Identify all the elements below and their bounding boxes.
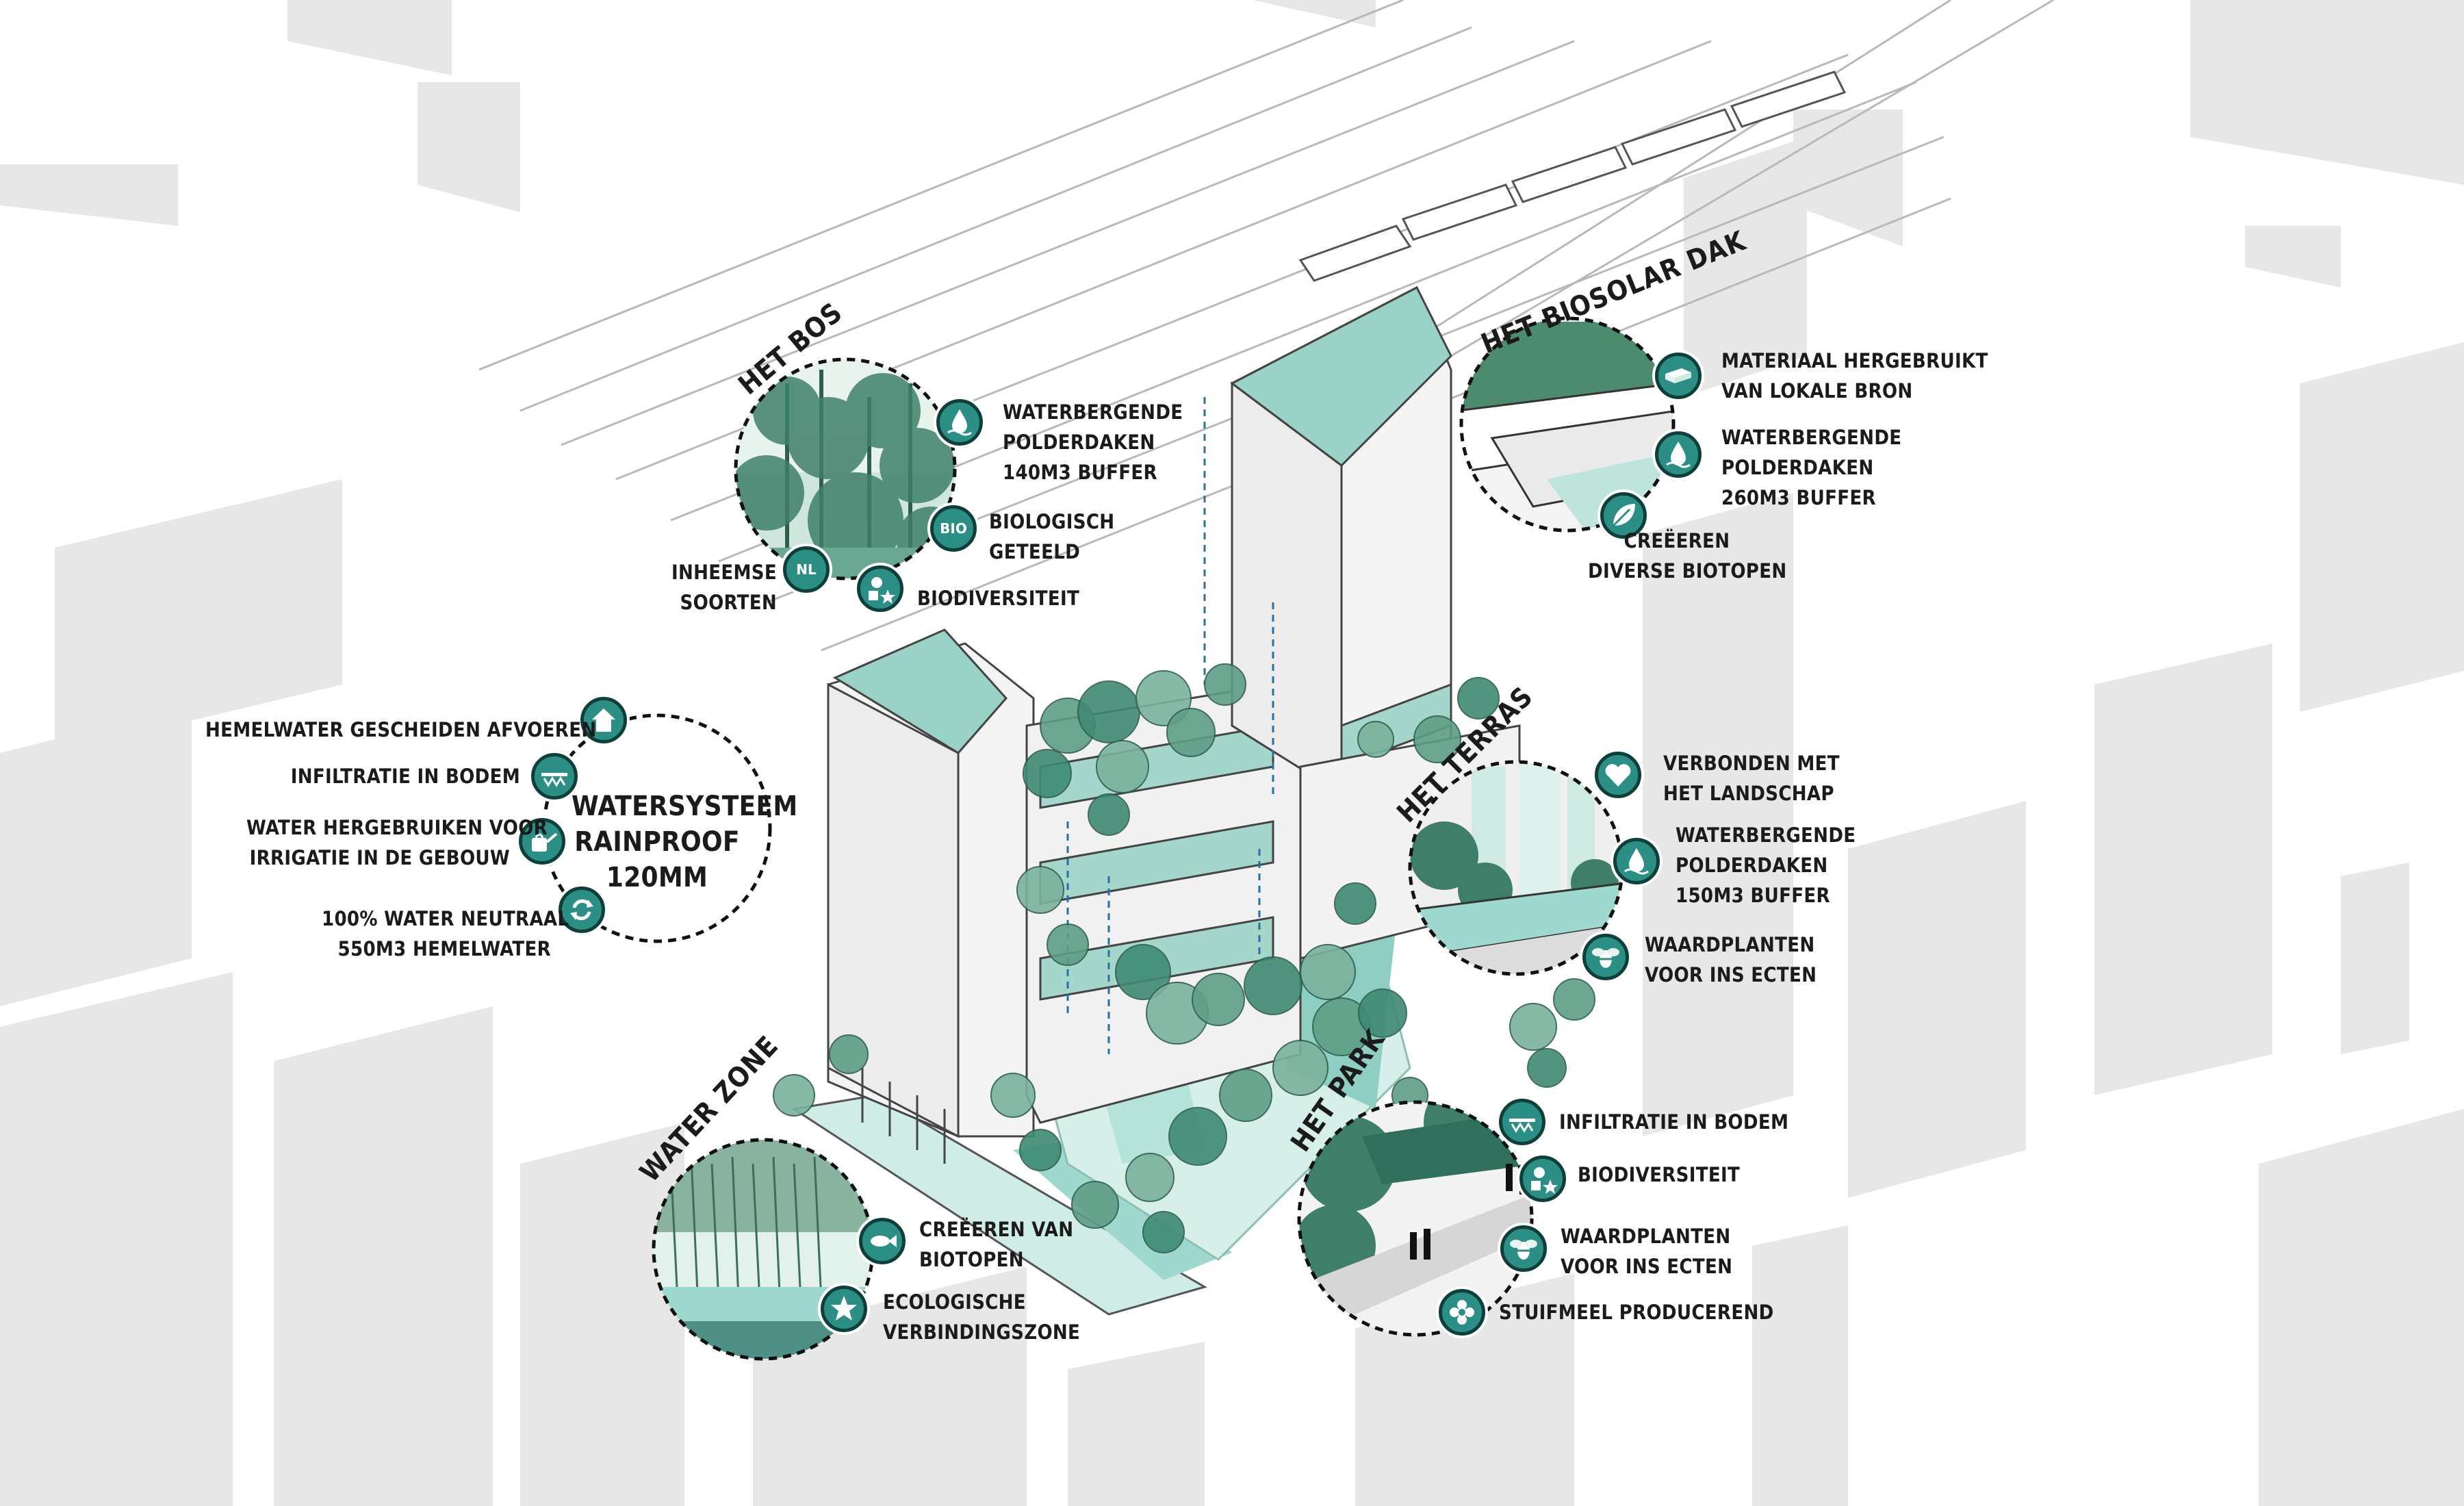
tree-canopy	[1071, 1181, 1119, 1229]
park-item-infiltratie-label: INFILTRATIE IN BODEM	[1559, 1110, 1789, 1134]
water-drop-icon	[1613, 838, 1660, 884]
house-arrow-icon	[580, 697, 627, 743]
biodiversity-shapes-icon	[857, 565, 903, 612]
tree-canopy	[1047, 923, 1089, 966]
train	[1298, 71, 1847, 282]
tree-canopy	[1509, 1003, 1557, 1051]
tree-canopy	[1553, 978, 1595, 1021]
tree-canopy	[1300, 944, 1356, 1000]
star-icon	[821, 1286, 867, 1332]
tree-canopy	[1096, 740, 1149, 793]
tree-canopy	[1166, 708, 1216, 757]
park-item-biodiversiteit-label: BIODIVERSITEIT	[1578, 1163, 1741, 1186]
watersysteem-circle	[542, 713, 772, 943]
tree-canopy	[1077, 680, 1140, 743]
brick-icon	[1655, 353, 1702, 399]
tree-canopy	[1358, 988, 1407, 1038]
tree-canopy	[1023, 749, 1072, 798]
tree-canopy	[1413, 715, 1461, 763]
flower-icon	[1439, 1289, 1485, 1336]
tree-canopy	[773, 1074, 815, 1116]
het-park-vignette	[1297, 1100, 1534, 1337]
bee-icon	[1500, 1225, 1547, 1272]
fish-icon	[859, 1218, 906, 1264]
tree-canopy	[1142, 1211, 1185, 1253]
watering-can-icon	[519, 818, 565, 865]
water-drop-icon	[936, 399, 983, 446]
leaf-icon	[1600, 492, 1647, 539]
tree-canopy	[1219, 1069, 1272, 1122]
biosolar-vignette	[1459, 316, 1676, 533]
tree-canopy	[829, 1034, 869, 1074]
tree-canopy	[1272, 1040, 1329, 1096]
left-tower	[827, 628, 1035, 1164]
tree-canopy	[1457, 677, 1500, 719]
watersysteem-item-afvoeren-label: HEMELWATER GESCHEIDEN AFVOEREN	[205, 718, 597, 741]
bee-icon	[1582, 934, 1629, 980]
bio-badge-icon: BIO	[930, 505, 977, 552]
het-bos-vignette	[734, 357, 957, 580]
heart-icon	[1595, 752, 1641, 798]
tree-canopy	[1088, 793, 1130, 836]
infiltration-icon	[531, 753, 578, 800]
trees	[773, 663, 1595, 1253]
recycle-icon	[559, 886, 605, 933]
tree-canopy	[1019, 1129, 1062, 1171]
tree-canopy	[1204, 663, 1246, 706]
native-nl-icon: NL	[783, 546, 830, 593]
tree-canopy	[1016, 866, 1064, 914]
tree-canopy	[1527, 1048, 1567, 1088]
tree-canopy	[1244, 956, 1302, 1015]
tree-canopy	[1334, 882, 1376, 925]
water-flow-arrows	[1066, 397, 1274, 1054]
right-tower	[1230, 285, 1452, 796]
water-drop-icon	[1655, 431, 1702, 478]
park-item-stuifmeel-label: STUIFMEEL PRODUCEREND	[1499, 1301, 1774, 1324]
infiltration-icon	[1499, 1099, 1545, 1145]
bos-item-biodiversity-label: BIODIVERSITEIT	[917, 587, 1080, 610]
tree-canopy	[990, 1073, 1036, 1118]
tree-canopy	[1135, 670, 1192, 726]
tree-canopy	[1115, 944, 1171, 1000]
watersysteem-item-infiltratie-label: INFILTRATIE IN BODEM	[290, 765, 520, 788]
tree-canopy	[1125, 1153, 1175, 1202]
tree-canopy	[1168, 1107, 1227, 1166]
tree-canopy	[1357, 721, 1394, 758]
tree-canopy	[1192, 973, 1245, 1026]
biodiversity-shapes-icon	[1519, 1156, 1566, 1202]
